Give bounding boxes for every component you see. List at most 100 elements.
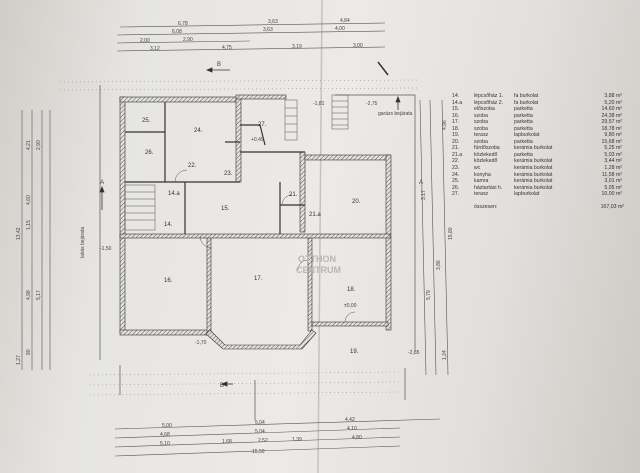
- schedule-area: 29,57 m²: [601, 119, 622, 126]
- schedule-area: 3,01 m²: [604, 178, 622, 185]
- dim-label: 1,39: [292, 437, 302, 443]
- room-22-label: 22.: [188, 163, 197, 169]
- schedule-name: szoba: [474, 138, 488, 145]
- schedule-area: 1,28 m²: [604, 165, 622, 172]
- right-dimension-lines: [419, 99, 449, 376]
- watermark: OTTHON CENTRUM: [296, 254, 341, 275]
- schedule-no: 24.: [452, 171, 460, 178]
- annotations: lakás bejárata garázs bejárata A A B B ±…: [80, 62, 423, 389]
- dim-label: 15,80: [448, 227, 454, 240]
- level-label: -2,85: [408, 350, 420, 356]
- dim-label: 5,10: [160, 441, 170, 447]
- schedule-no: 19.: [452, 132, 460, 139]
- dim-label: 2,90: [36, 140, 42, 150]
- room-24-label: 24.: [194, 128, 203, 134]
- schedule-no: 26.: [452, 184, 460, 191]
- right-dims: 15,80 5,79 3,86 3,17 4,96 1,24: [421, 120, 454, 360]
- room-18-label: 18.: [347, 287, 356, 293]
- dim-label: 15,50: [252, 449, 265, 455]
- schedule-no: 20.: [452, 138, 460, 145]
- site-boundary: [99, 85, 416, 420]
- schedule-no: 22.: [452, 158, 460, 165]
- room-14a-label: 14.a: [168, 191, 180, 197]
- schedule-material: parketta: [514, 138, 533, 145]
- dim-label: 2,90: [183, 37, 193, 43]
- schedule-no: 17.: [452, 119, 460, 126]
- schedule-material: parketta: [514, 119, 533, 126]
- schedule-name: közlekedő: [474, 158, 498, 165]
- schedule-name: konyha: [474, 171, 491, 178]
- schedule-material: parketta: [514, 151, 533, 158]
- schedule-name: lépcsőház 1.: [474, 93, 504, 99]
- room-21a-label: 21.a: [309, 212, 321, 218]
- schedule-name: háztartási h.: [474, 184, 503, 191]
- schedule-material: kerámia burkolat: [514, 184, 553, 191]
- level-label: -2,75: [366, 101, 378, 107]
- level-label: -1,81: [313, 101, 325, 107]
- schedule-name: szoba: [474, 119, 488, 126]
- dim-label: 4,80: [352, 435, 362, 441]
- bottom-dims: 5,00 5,04 4,42 4,68 5,04 4,10 5,10 1,68 …: [160, 417, 362, 455]
- schedule-area: 5,25 m²: [604, 145, 622, 152]
- dim-label: 3,86: [436, 260, 442, 270]
- interior-stairs: [124, 99, 298, 231]
- dim-label: 6,78: [178, 21, 188, 27]
- schedule-name: lépcsőház 2.: [474, 99, 504, 106]
- schedule-no: 14.: [452, 93, 460, 99]
- dim-label: 4,98: [26, 290, 32, 300]
- total-value: 167,03 m²: [600, 203, 624, 210]
- room-16-label: 16.: [164, 278, 173, 284]
- schedule-row: 17. szoba parketta 29,57 m²: [452, 119, 637, 126]
- schedule-name: wc: [474, 165, 481, 172]
- dim-label: 4,84: [340, 18, 350, 24]
- dim-label: 3,19: [292, 44, 302, 50]
- schedule-area: 5,05 m²: [604, 184, 622, 191]
- schedule-area: 11,58 m²: [601, 171, 622, 178]
- room-labels: 14. 14.a 15. 16. 17. 18. 19. 20. 21. 21.…: [142, 118, 361, 355]
- dim-label: 5,79: [426, 290, 432, 300]
- interior-walls: [125, 102, 305, 234]
- schedule-no: 25.: [452, 178, 460, 185]
- schedule-row: 25. kamra kerámia burkolat 3,01 m²: [452, 178, 637, 185]
- room-14-label: 14.: [164, 222, 173, 228]
- schedule-area: 18,78 m²: [601, 125, 622, 132]
- left-dimension-lines: [21, 110, 51, 370]
- room-26-label: 26.: [145, 150, 154, 156]
- schedule-no: 27.: [452, 191, 460, 198]
- total-row: összesen: 167,03 m²: [452, 204, 637, 210]
- arrows: [99, 61, 401, 387]
- level-label: ±0,00: [344, 303, 357, 309]
- dim-label: 4,21: [26, 140, 32, 150]
- level-label: -1,70: [195, 340, 207, 346]
- room-27-label: 27.: [258, 122, 267, 128]
- schedule-name: kamra: [474, 178, 489, 185]
- left-dims: 13,42 4,98 5,17 1,15 4,60 2,90 4,21 1,27…: [16, 140, 42, 365]
- dim-label: 3,63: [263, 27, 273, 33]
- schedule-area: 5,20 m²: [604, 99, 622, 106]
- section-b-marker-top: B: [217, 62, 221, 68]
- schedule-name: szoba: [474, 125, 488, 132]
- schedule-name: terasz: [474, 132, 489, 139]
- north-arrow-icon: [377, 61, 389, 76]
- schedule-no: 21.a: [452, 151, 463, 158]
- dim-label: 1,68: [222, 439, 232, 445]
- schedule-material: fa burkolat: [514, 93, 539, 99]
- schedule-material: fa burkolat: [514, 99, 539, 106]
- schedule-row: 26. háztartási h. kerámia burkolat 5,05 m²: [452, 185, 637, 192]
- level-label: +0,49: [251, 137, 264, 143]
- dim-label: 1,27: [16, 355, 22, 365]
- schedule-area: 14,60 m²: [601, 106, 622, 113]
- schedule-area: 24,38 m²: [601, 112, 622, 119]
- dim-label: 5,17: [36, 290, 42, 300]
- room-21-label: 21.: [289, 192, 298, 198]
- schedule-material: kerámia burkolat: [514, 145, 553, 152]
- schedule-material: kerámia burkolat: [514, 178, 553, 185]
